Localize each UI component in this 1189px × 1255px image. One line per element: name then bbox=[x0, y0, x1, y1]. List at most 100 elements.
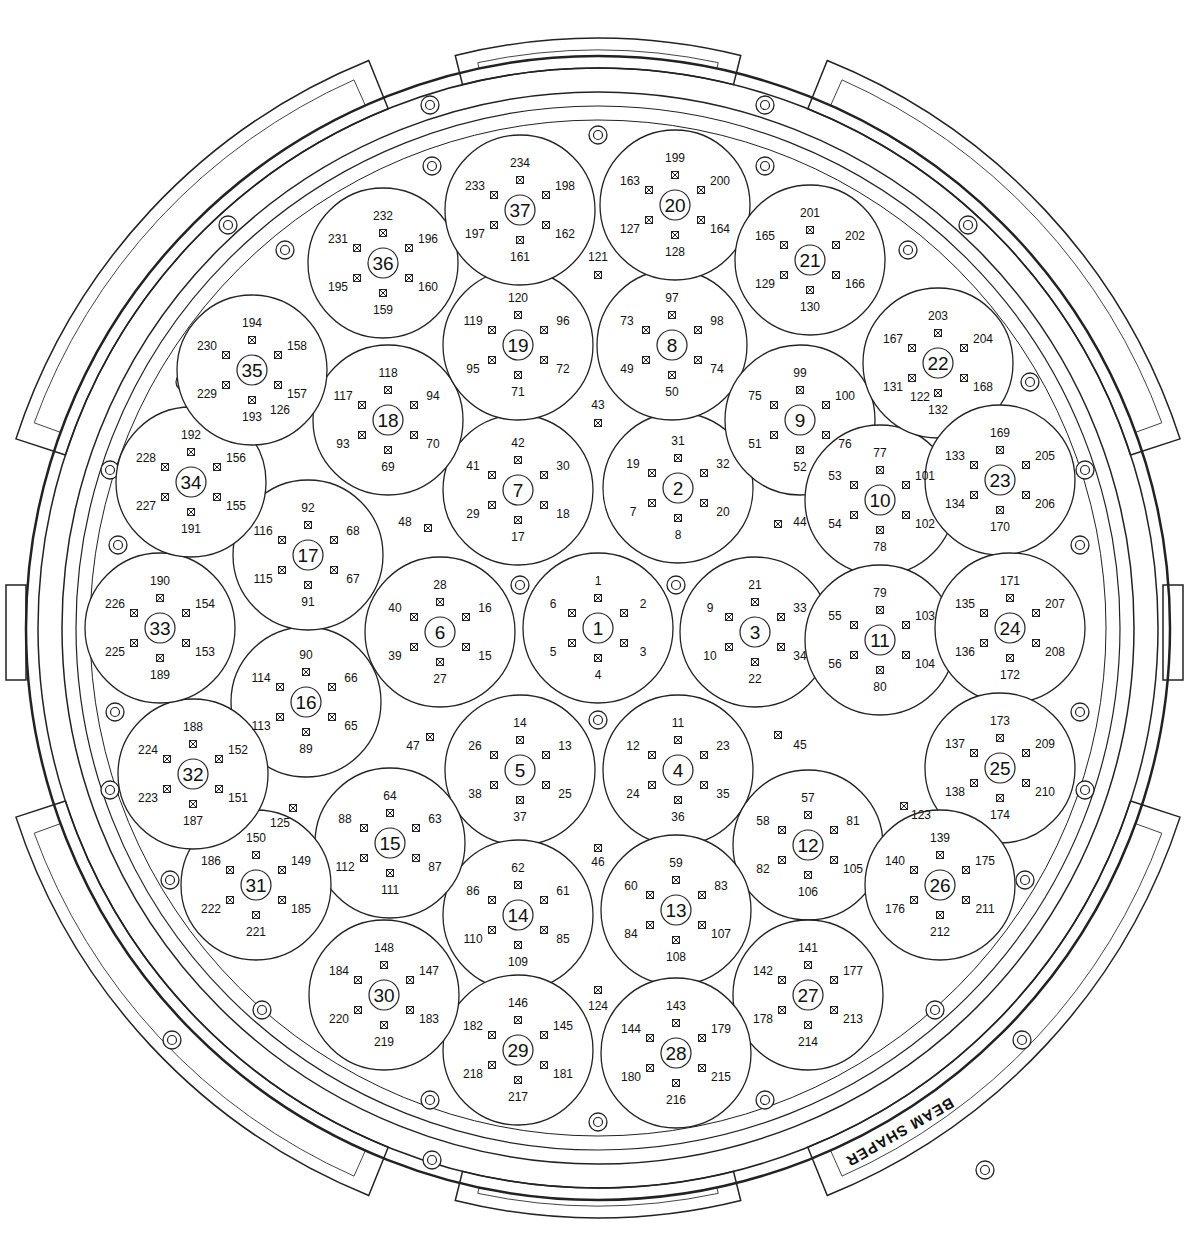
led-number: 149 bbox=[291, 855, 311, 867]
led-number: 132 bbox=[928, 404, 948, 416]
led-number: 84 bbox=[624, 928, 637, 940]
led-marker bbox=[463, 614, 470, 621]
led-marker bbox=[649, 470, 656, 477]
led-marker bbox=[903, 652, 910, 659]
led-number: 53 bbox=[828, 470, 841, 482]
led-number: 197 bbox=[465, 228, 485, 240]
screw bbox=[161, 871, 179, 889]
screw bbox=[1076, 461, 1094, 479]
led-number: 144 bbox=[621, 1023, 641, 1035]
led-number: 51 bbox=[748, 438, 761, 450]
led-marker bbox=[359, 402, 366, 409]
led-number: 232 bbox=[373, 210, 393, 222]
led-marker bbox=[277, 714, 284, 721]
screw bbox=[276, 241, 294, 259]
led-marker bbox=[515, 882, 522, 889]
module-number: 22 bbox=[927, 354, 948, 373]
lens-module: 28143179215216180144 bbox=[600, 977, 752, 1129]
led-marker bbox=[515, 1017, 522, 1024]
led-number: 178 bbox=[753, 1013, 773, 1025]
led-marker bbox=[279, 537, 286, 544]
led-number: 136 bbox=[955, 646, 975, 658]
led-marker bbox=[851, 512, 858, 519]
led-number: 45 bbox=[793, 739, 806, 751]
led-marker bbox=[805, 962, 812, 969]
led-number: 18 bbox=[556, 508, 569, 520]
led-marker bbox=[411, 644, 418, 651]
led-number: 189 bbox=[150, 669, 170, 681]
module-number: 35 bbox=[241, 361, 262, 380]
led-number: 140 bbox=[885, 855, 905, 867]
led-number: 61 bbox=[556, 885, 569, 897]
screw bbox=[511, 576, 529, 594]
led-marker bbox=[413, 825, 420, 832]
lens-module: 20199200164128127163 bbox=[599, 129, 751, 281]
led-number: 63 bbox=[428, 813, 441, 825]
led-number: 166 bbox=[845, 278, 865, 290]
led-number: 204 bbox=[973, 333, 993, 345]
led-number: 224 bbox=[138, 744, 158, 756]
led-number: 59 bbox=[669, 857, 682, 869]
led-number: 124 bbox=[588, 1000, 608, 1012]
led-marker bbox=[515, 942, 522, 949]
lens-module: 35194158157193229230 bbox=[176, 294, 328, 446]
led-marker bbox=[249, 337, 256, 344]
led-number: 13 bbox=[558, 740, 571, 752]
led-number: 7 bbox=[630, 506, 637, 518]
led-marker bbox=[249, 397, 256, 404]
led-number: 161 bbox=[510, 251, 530, 263]
led-number: 129 bbox=[755, 278, 775, 290]
led-marker bbox=[157, 595, 164, 602]
led-marker bbox=[643, 357, 650, 364]
led-marker bbox=[183, 610, 190, 617]
led-number: 77 bbox=[873, 447, 886, 459]
led-marker bbox=[797, 447, 804, 454]
led-number: 5 bbox=[550, 646, 557, 658]
led-marker bbox=[515, 517, 522, 524]
led-marker bbox=[517, 737, 524, 744]
led-marker bbox=[331, 537, 338, 544]
led-number: 220 bbox=[329, 1013, 349, 1025]
led-marker bbox=[903, 622, 910, 629]
led-marker bbox=[963, 867, 970, 874]
led-number: 193 bbox=[242, 411, 262, 423]
led-marker bbox=[1023, 492, 1030, 499]
led-marker bbox=[775, 732, 782, 739]
led-number: 27 bbox=[433, 673, 446, 685]
led-number: 168 bbox=[973, 381, 993, 393]
led-marker bbox=[515, 1077, 522, 1084]
led-number: 36 bbox=[671, 811, 684, 823]
led-marker bbox=[491, 192, 498, 199]
led-marker bbox=[489, 472, 496, 479]
led-marker bbox=[961, 375, 968, 382]
module-number: 36 bbox=[372, 254, 393, 273]
led-number: 65 bbox=[344, 720, 357, 732]
led-number: 30 bbox=[556, 460, 569, 472]
led-marker bbox=[329, 714, 336, 721]
led-marker bbox=[909, 375, 916, 382]
lens-module: 37234198162161197233 bbox=[444, 134, 596, 286]
led-marker bbox=[543, 192, 550, 199]
housing-ring bbox=[62, 92, 1134, 1164]
led-marker bbox=[595, 272, 602, 279]
led-number: 173 bbox=[990, 715, 1010, 727]
led-marker bbox=[329, 684, 336, 691]
led-number: 156 bbox=[226, 452, 246, 464]
led-marker bbox=[354, 245, 361, 252]
led-number: 142 bbox=[753, 965, 773, 977]
led-marker bbox=[190, 741, 197, 748]
screw bbox=[756, 157, 774, 175]
led-marker bbox=[157, 655, 164, 662]
screw bbox=[589, 1113, 607, 1131]
led-marker bbox=[407, 1007, 414, 1014]
screw bbox=[106, 703, 124, 721]
lens-module: 1123456 bbox=[522, 552, 674, 704]
led-number: 221 bbox=[246, 926, 266, 938]
led-number: 70 bbox=[426, 438, 439, 450]
led-marker bbox=[877, 527, 884, 534]
module-number: 11 bbox=[870, 631, 890, 650]
led-marker bbox=[937, 852, 944, 859]
led-marker bbox=[701, 782, 708, 789]
led-number: 8 bbox=[675, 529, 682, 541]
led-number: 66 bbox=[344, 672, 357, 684]
